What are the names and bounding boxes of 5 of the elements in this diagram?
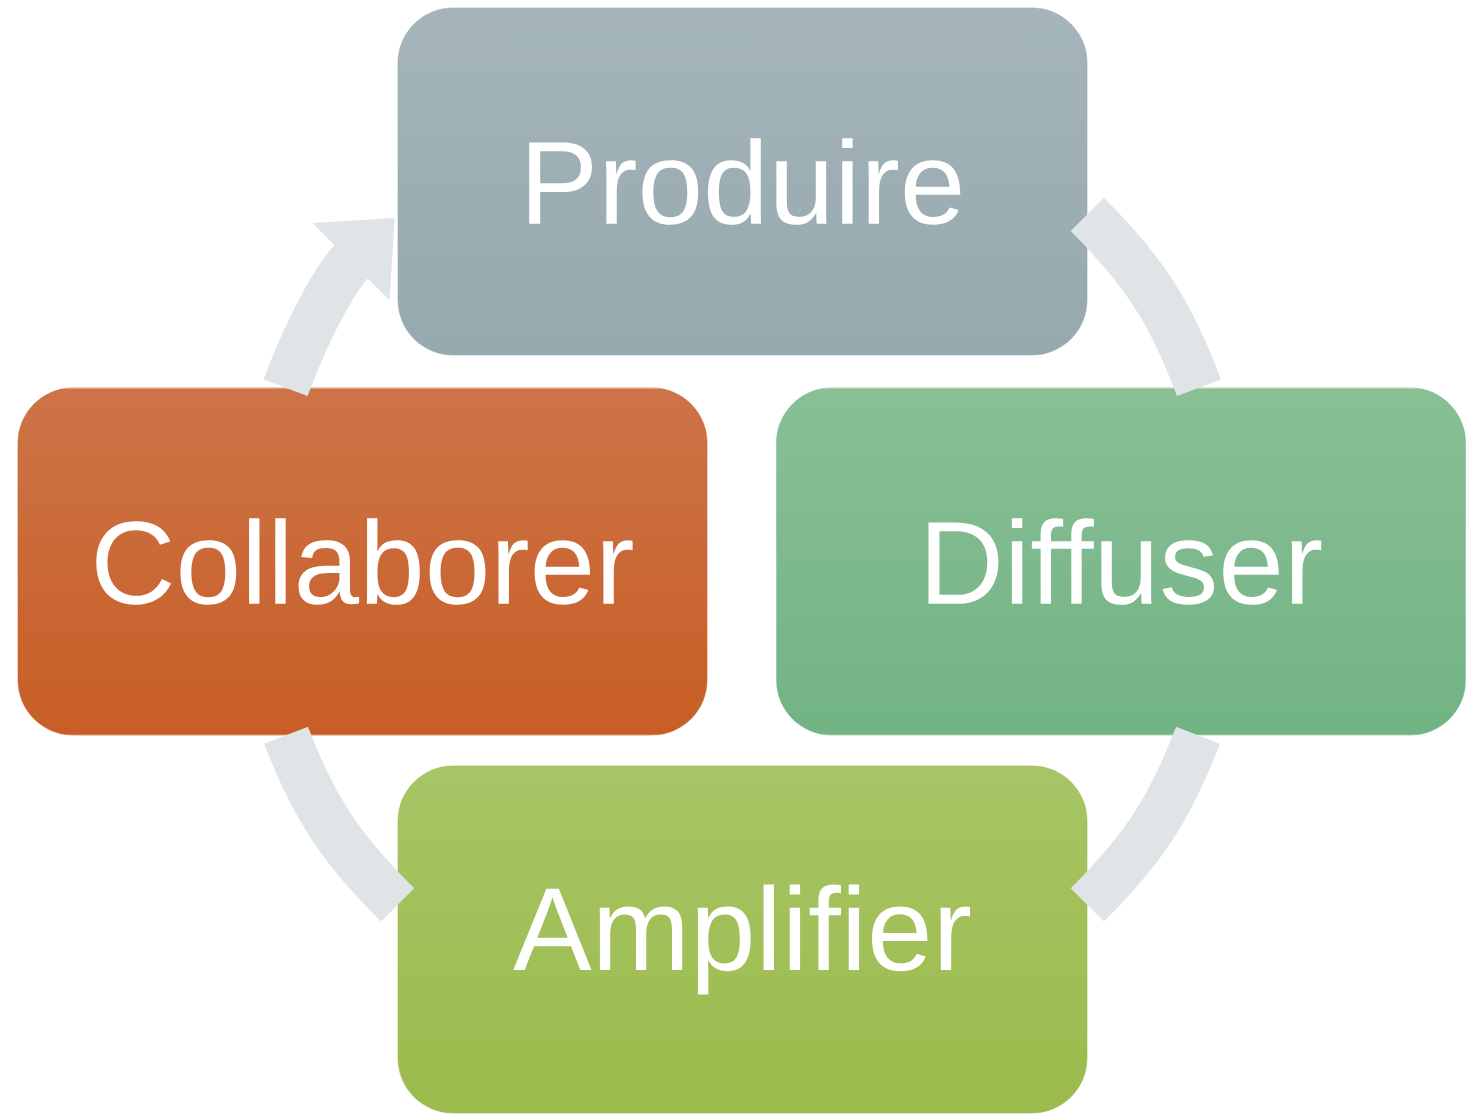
process-box: Produire xyxy=(397,7,1088,356)
process-box: Collaborer xyxy=(17,387,708,736)
process-box: Diffuser xyxy=(776,387,1466,736)
process-box: Amplifier xyxy=(397,765,1088,1114)
cycle-arrow xyxy=(263,218,395,397)
